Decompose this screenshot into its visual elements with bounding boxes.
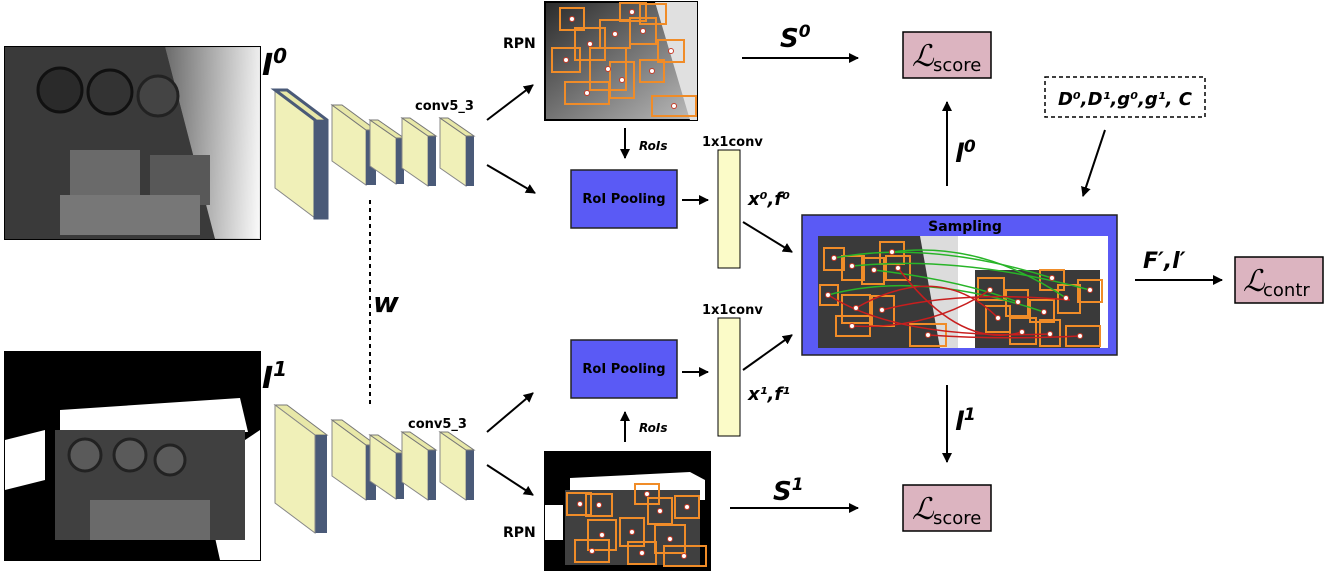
svg-text:contr: contr bbox=[1263, 280, 1310, 301]
arrow-features-top-to-sampling bbox=[742, 221, 793, 253]
rois-bottom-label: RoIs bbox=[639, 421, 668, 435]
arrow-backbone-bottom-to-roipool bbox=[486, 392, 534, 433]
backbone-top bbox=[270, 88, 476, 220]
shared-weights-label: w bbox=[373, 286, 399, 319]
svg-text:ℒ: ℒ bbox=[1243, 264, 1266, 299]
backbone-bottom bbox=[273, 404, 476, 534]
arrow-backbone-bottom-to-rpn bbox=[486, 464, 534, 496]
rois-top-label: RoIs bbox=[639, 139, 668, 153]
input-bottom-label: I1 bbox=[262, 357, 287, 396]
sampling-title: Sampling bbox=[928, 219, 1002, 235]
label-l0: l0 bbox=[955, 137, 976, 169]
ground-truth-box bbox=[1044, 76, 1206, 118]
features-top-label: x⁰,f⁰ bbox=[747, 189, 790, 210]
arrow-features-bottom-to-sampling bbox=[742, 334, 793, 371]
loss-score-bottom: ℒ score bbox=[902, 484, 992, 532]
arrow-gt-to-sampling bbox=[1081, 129, 1106, 197]
input-top-label: I0 bbox=[262, 44, 287, 83]
conv1x1-bottom-label: 1x1conv bbox=[702, 303, 763, 318]
svg-text:ℒ: ℒ bbox=[912, 39, 935, 74]
features-bottom-label: x¹,f¹ bbox=[747, 384, 790, 405]
roi-pooling-top bbox=[570, 169, 678, 229]
score-top-label: S0 bbox=[780, 22, 811, 54]
rpn-top-label: RPN bbox=[503, 36, 536, 52]
backbone-top-layer-label: conv5_3 bbox=[415, 99, 474, 114]
conv1x1-top-label: 1x1conv bbox=[702, 135, 763, 150]
score-bottom-label: S1 bbox=[773, 475, 804, 507]
rpn-image-top bbox=[544, 1, 698, 121]
label-l1: l1 bbox=[955, 405, 976, 437]
ground-truth-label: D⁰,D¹,g⁰,g¹, C bbox=[1058, 89, 1193, 110]
input-image-bottom bbox=[4, 351, 261, 561]
svg-text:score: score bbox=[933, 55, 981, 76]
roi-pooling-top-label: RoI Pooling bbox=[582, 192, 665, 207]
input-image-top bbox=[4, 46, 261, 240]
loss-score-top: ℒ score bbox=[902, 31, 992, 79]
sampling-image bbox=[818, 236, 1108, 348]
output-label: F′,l′ bbox=[1143, 249, 1186, 274]
roi-pooling-bottom bbox=[570, 339, 678, 399]
backbone-bottom-layer-label: conv5_3 bbox=[408, 417, 467, 432]
arrow-backbone-top-to-rpn bbox=[486, 84, 534, 121]
svg-text:score: score bbox=[933, 508, 981, 529]
rpn-image-bottom bbox=[544, 451, 711, 571]
rpn-bottom-label: RPN bbox=[503, 525, 536, 541]
roi-pooling-bottom-label: RoI Pooling bbox=[582, 362, 665, 377]
conv1x1-top bbox=[717, 149, 741, 269]
arrow-backbone-top-to-roipool bbox=[486, 164, 536, 194]
conv1x1-bottom bbox=[717, 317, 741, 437]
svg-text:ℒ: ℒ bbox=[912, 492, 935, 527]
loss-contrastive: ℒ contr bbox=[1234, 256, 1324, 304]
